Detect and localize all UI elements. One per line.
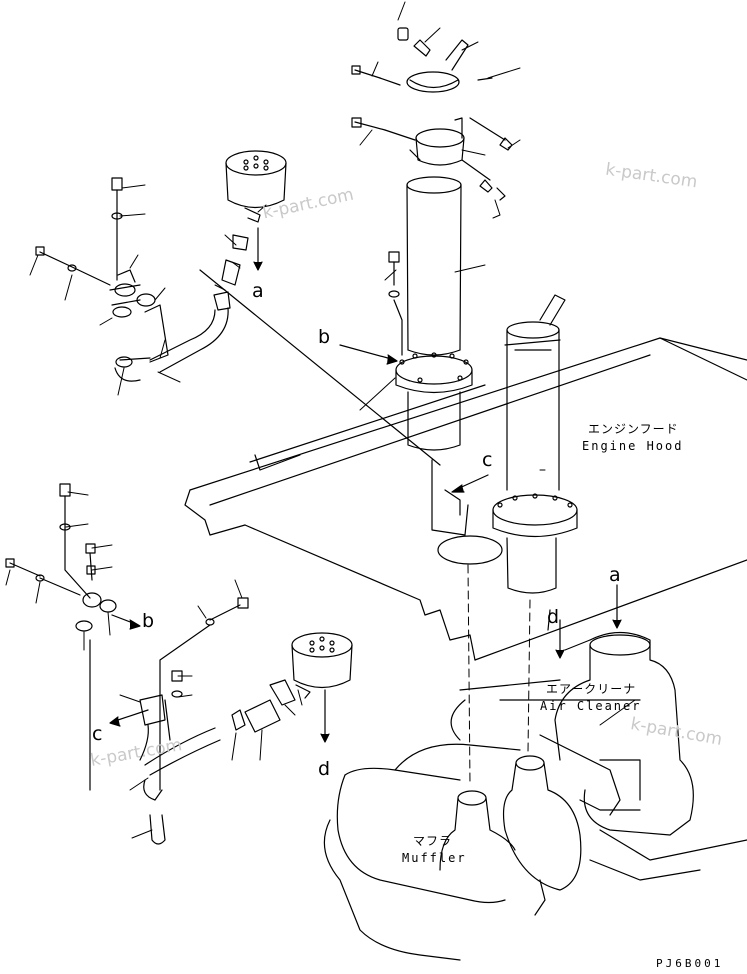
muffler-label-jp: マフラ — [413, 834, 453, 848]
air-cleaner-cap-lower — [291, 632, 353, 699]
upper-left-hoses — [35, 177, 441, 466]
callout-a-top: a — [252, 280, 264, 302]
callout-b-mid: b — [318, 326, 331, 348]
engine-hood — [184, 337, 747, 661]
callout-b-left: b — [142, 610, 155, 632]
air-cleaner-body — [450, 631, 747, 881]
callout-c-mid: c — [482, 449, 493, 471]
callout-arrows — [109, 227, 622, 743]
rain-cap-assembly — [397, 27, 469, 166]
callout-c-left: c — [92, 723, 103, 745]
muffler-label-en: Muffler — [402, 851, 467, 865]
engine-hood-label-jp: エンジンフード — [588, 422, 679, 436]
engine-hood-label-en: Engine Hood — [582, 439, 684, 453]
callout-d-left: d — [318, 758, 331, 780]
callout-a-right: a — [609, 564, 621, 586]
leader-lines — [5, 1, 636, 839]
air-cleaner-label-jp: エアークリーナ — [546, 682, 637, 696]
air-cleaner-label-en: Air Cleaner — [540, 699, 642, 713]
centerlines — [467, 564, 531, 786]
muffler — [323, 743, 582, 961]
drawing-code: PJ6B001 — [656, 957, 724, 970]
bolt-washer-mid — [388, 251, 403, 356]
bolts-top — [351, 65, 513, 201]
lower-left-hoses — [5, 483, 296, 845]
left-exhaust-pipe — [395, 176, 473, 451]
air-cleaner-cap-upper — [225, 150, 287, 223]
right-exhaust-pipe — [492, 294, 578, 594]
hood-openings — [431, 459, 503, 565]
callout-d-right: d — [547, 606, 560, 628]
